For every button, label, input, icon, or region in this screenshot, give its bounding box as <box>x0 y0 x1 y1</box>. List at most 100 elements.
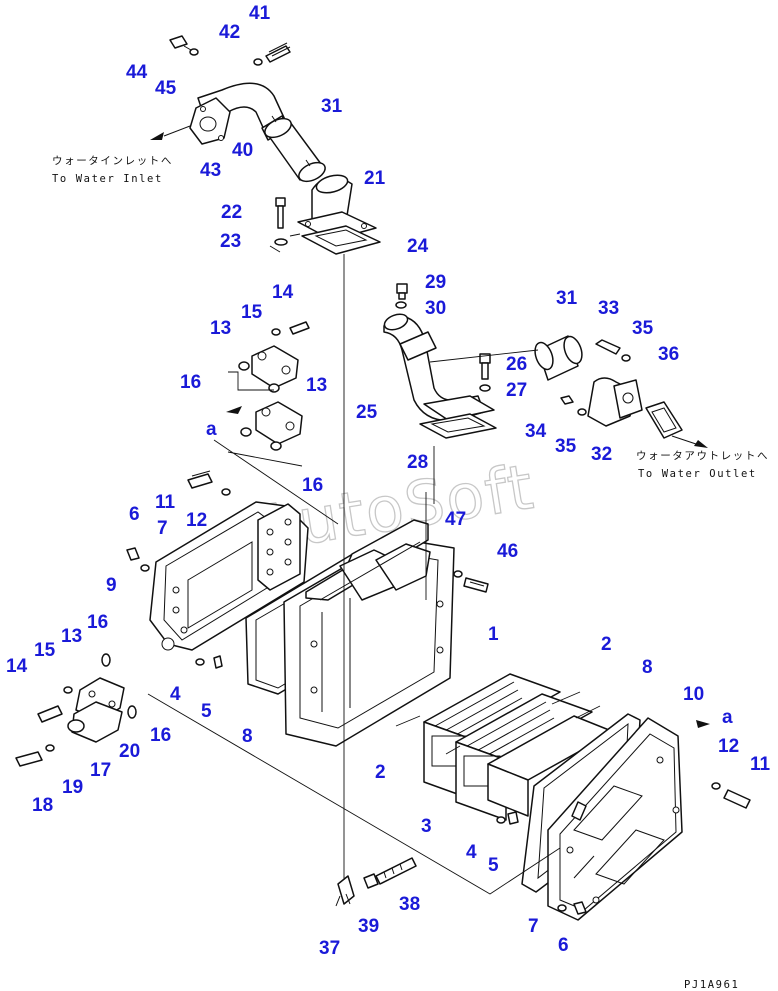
oring-16-lower <box>240 427 282 451</box>
callout-14b: 14 <box>6 656 28 677</box>
elbow-32 <box>587 377 643 427</box>
hose-31-top <box>264 115 326 183</box>
washer-7-right <box>557 904 567 912</box>
callout-21: 21 <box>364 168 386 189</box>
bolt-14 <box>289 321 310 335</box>
washer-15 <box>271 328 281 336</box>
callout-17: 17 <box>90 760 111 781</box>
callout-11b: 11 <box>750 754 771 775</box>
drawing-code: PJ1A961 <box>684 979 739 991</box>
nut-6-right <box>573 901 587 915</box>
callout-12b: 12 <box>718 736 739 757</box>
callout-2b: 2 <box>375 762 386 783</box>
gasket-36 <box>645 401 683 439</box>
washer-12 <box>221 488 231 496</box>
bolt-14-lower <box>37 705 63 723</box>
oring-16-lower-left <box>101 653 137 719</box>
callout-39: 39 <box>358 916 379 937</box>
callout-10: 10 <box>683 684 704 705</box>
callout-15b: 15 <box>34 640 56 661</box>
washer-23 <box>274 238 288 246</box>
bolt-33 <box>595 339 621 355</box>
callout-16: 16 <box>180 372 201 393</box>
washer-47 <box>453 570 463 578</box>
callouts: 41 42 44 45 31 40 43 21 22 23 24 29 30 3… <box>6 3 771 959</box>
cover-10 <box>547 717 683 921</box>
callout-9: 9 <box>106 575 117 596</box>
callout-30: 30 <box>425 298 446 319</box>
housing-1 <box>283 519 455 747</box>
callout-14: 14 <box>272 282 294 303</box>
washer-35b <box>577 408 587 416</box>
drain-cock-37 <box>335 875 355 907</box>
callout-47: 47 <box>445 509 466 530</box>
callout-7b: 7 <box>528 916 539 937</box>
callout-13: 13 <box>210 318 231 339</box>
water-inlet-jp: ウォータインレットへ <box>52 155 173 167</box>
callout-20: 20 <box>119 741 140 762</box>
washer-7-left <box>140 564 150 572</box>
callout-16c: 16 <box>87 612 108 633</box>
plug-39 <box>363 873 379 889</box>
callout-41: 41 <box>249 3 271 24</box>
washer-30 <box>395 301 407 309</box>
flange-13-lower <box>255 401 303 445</box>
callout-42: 42 <box>219 22 240 43</box>
bolt-29 <box>396 283 408 300</box>
callout-34: 34 <box>525 421 547 442</box>
callout-33: 33 <box>598 298 619 319</box>
plug-4-right <box>496 816 506 824</box>
callout-4: 4 <box>170 684 181 705</box>
hose-31-right <box>534 335 583 381</box>
bolt-41 <box>265 42 291 63</box>
callout-19: 19 <box>62 777 83 798</box>
callout-46: 46 <box>497 541 518 562</box>
callout-6: 6 <box>129 504 140 525</box>
callout-37: 37 <box>319 938 340 959</box>
nut-34 <box>560 395 574 405</box>
water-outlet-arrow <box>671 435 708 448</box>
callout-22: 22 <box>221 202 242 223</box>
callout-29: 29 <box>425 272 446 293</box>
callout-28: 28 <box>407 452 428 473</box>
callout-31: 31 <box>321 96 343 117</box>
callout-4b: 4 <box>466 842 477 863</box>
flange-13-upper <box>251 345 299 389</box>
elbow-21 <box>297 174 377 241</box>
callout-26: 26 <box>506 354 527 375</box>
callout-18: 18 <box>32 795 53 816</box>
callout-8b: 8 <box>242 726 253 747</box>
callout-13c: 13 <box>61 626 82 647</box>
hose-38 <box>375 857 417 885</box>
flange-28 <box>419 395 497 439</box>
callout-16d: 16 <box>150 725 171 746</box>
callout-13b: 13 <box>306 375 327 396</box>
callout-35b: 35 <box>555 436 577 457</box>
water-inlet-arrow <box>150 125 191 140</box>
water-inlet-en: To Water Inlet <box>52 173 163 185</box>
bolt-22 <box>275 197 286 229</box>
washer-27 <box>479 384 491 392</box>
callout-40: 40 <box>232 140 253 161</box>
washer-15-lower <box>63 686 73 694</box>
callout-38: 38 <box>399 894 420 915</box>
callout-7: 7 <box>157 518 168 539</box>
bolt-11 <box>187 470 213 489</box>
plug-5-right <box>507 811 519 825</box>
callout-35: 35 <box>632 318 654 339</box>
callout-45: 45 <box>155 78 177 99</box>
flange-43 <box>189 97 231 145</box>
water-outlet-en: To Water Outlet <box>638 468 757 480</box>
callout-25: 25 <box>356 402 378 423</box>
callout-1: 1 <box>488 624 499 645</box>
callout-6b: 6 <box>558 935 569 956</box>
washer-12-right <box>711 782 721 790</box>
nut-6-left <box>126 547 140 561</box>
water-outlet-jp: ウォータアウトレットへ <box>636 450 769 462</box>
bolt-11-right <box>723 789 751 809</box>
callout-36: 36 <box>658 344 679 365</box>
cover-9 <box>149 501 309 651</box>
callout-11: 11 <box>155 492 176 513</box>
bolt-18 <box>15 751 43 767</box>
